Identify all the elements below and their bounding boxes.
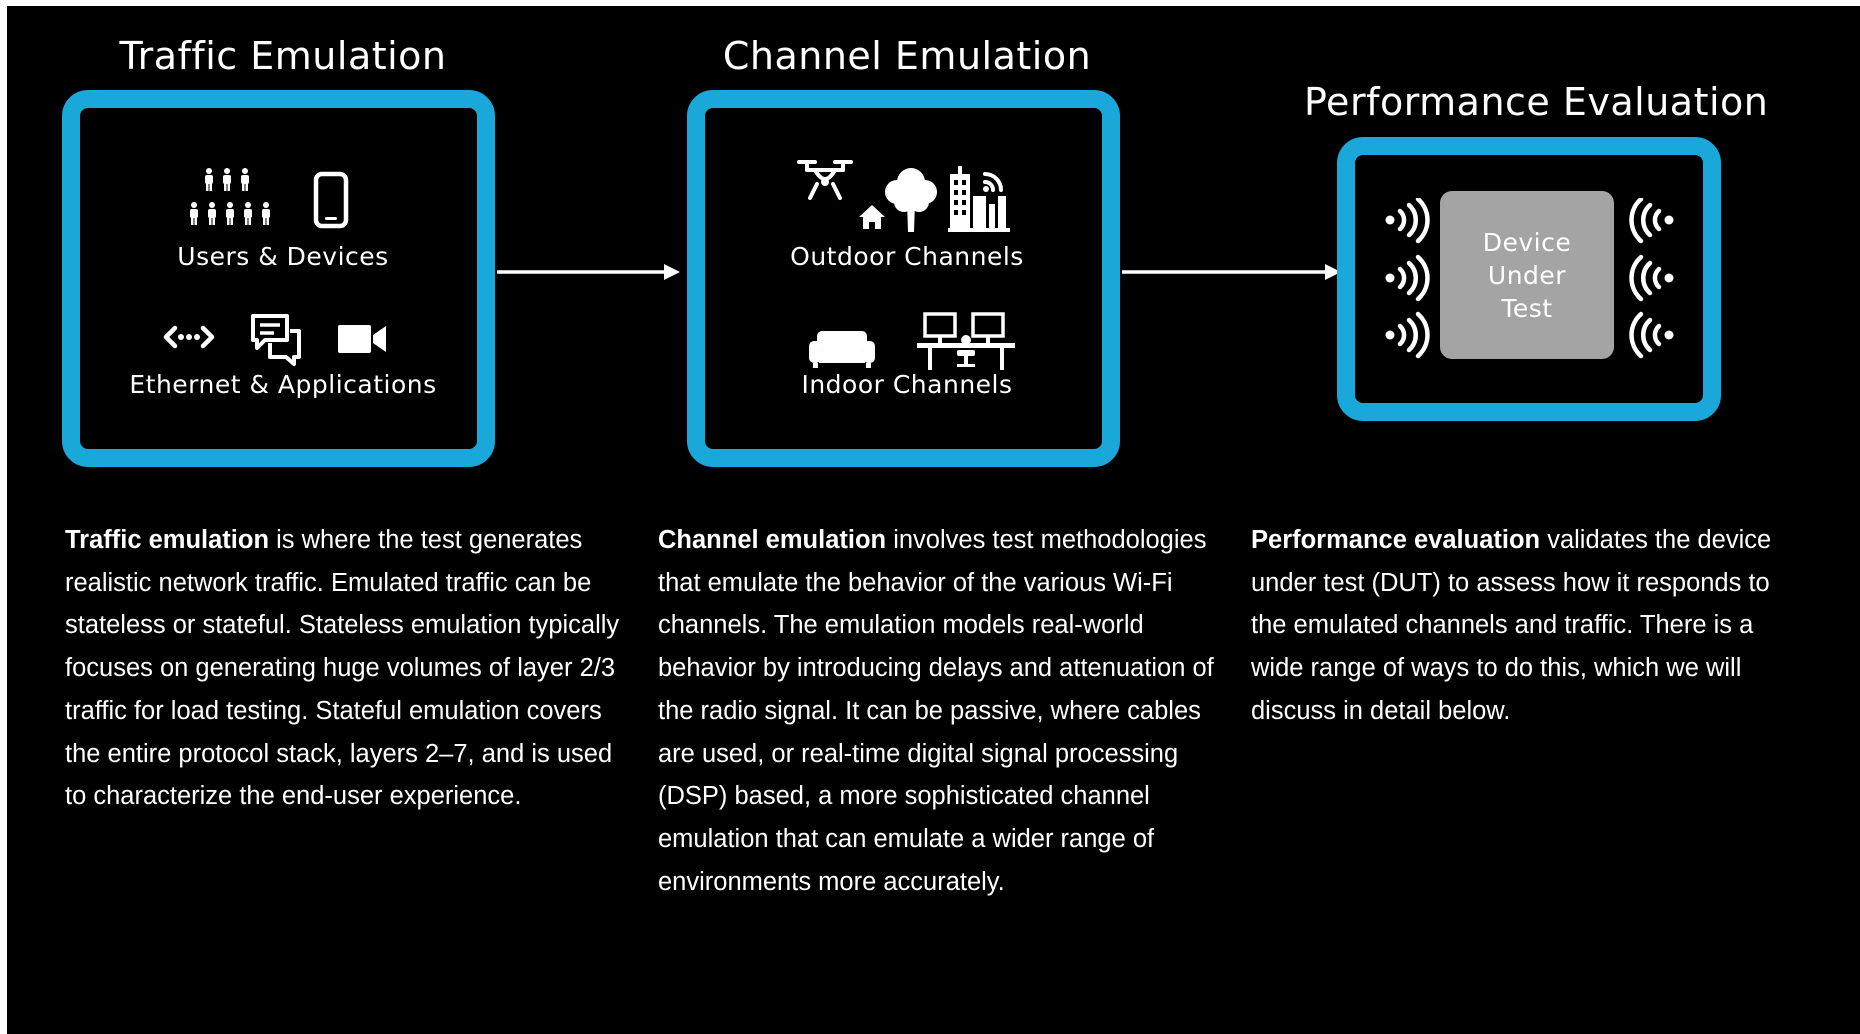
smartphone-icon	[313, 171, 349, 229]
signal-waves-left-icon	[1385, 198, 1430, 359]
house-icon	[859, 205, 885, 229]
description-lead: Channel emulation	[658, 526, 887, 554]
city-antenna-icon	[948, 166, 1010, 232]
traffic-emulation-description: Traffic emulation is where the test gene…	[65, 519, 625, 818]
diagram-canvas: Traffic Emulation	[7, 6, 1860, 1034]
office-desks-icon	[917, 312, 1015, 370]
signal-waves-right-icon	[1629, 198, 1674, 359]
drone-icon	[797, 160, 853, 200]
device-line-3: Test	[1501, 293, 1553, 323]
device-under-test: Device Under Test	[1440, 191, 1614, 359]
arrow-channel-to-performance	[1122, 264, 1341, 280]
channel-emulation-box	[687, 90, 1120, 467]
traffic-emulation-title: Traffic Emulation	[119, 34, 447, 78]
indoor-channels-label: Indoor Channels	[801, 370, 1013, 399]
arrow-traffic-to-channel	[497, 264, 680, 280]
chat-icon	[251, 314, 301, 366]
description-lead: Traffic emulation	[65, 526, 270, 554]
people-icon	[190, 168, 270, 225]
description-text: is where the test generates realistic ne…	[65, 526, 620, 811]
channel-emulation-description: Channel emulation involves test methodol…	[658, 519, 1224, 903]
description-text: involves test methodologies that emulate…	[658, 526, 1214, 896]
video-camera-icon	[338, 325, 386, 353]
traffic-emulation-box	[62, 90, 495, 467]
code-arrows-icon	[163, 325, 215, 349]
ethernet-applications-label: Ethernet & Applications	[129, 370, 437, 399]
performance-evaluation-description: Performance evaluation validates the dev…	[1251, 519, 1811, 733]
users-devices-label: Users & Devices	[177, 242, 389, 271]
device-line-1: Device	[1482, 227, 1572, 257]
device-line-2: Under	[1487, 260, 1567, 290]
channel-emulation-title: Channel Emulation	[722, 34, 1092, 78]
description-text: validates the device under test (DUT) to…	[1251, 526, 1772, 725]
tree-icon	[885, 168, 937, 232]
performance-evaluation-title: Performance Evaluation	[1304, 80, 1769, 124]
sofa-icon	[809, 331, 875, 368]
description-lead: Performance evaluation	[1251, 526, 1541, 554]
outdoor-channels-label: Outdoor Channels	[790, 242, 1024, 271]
